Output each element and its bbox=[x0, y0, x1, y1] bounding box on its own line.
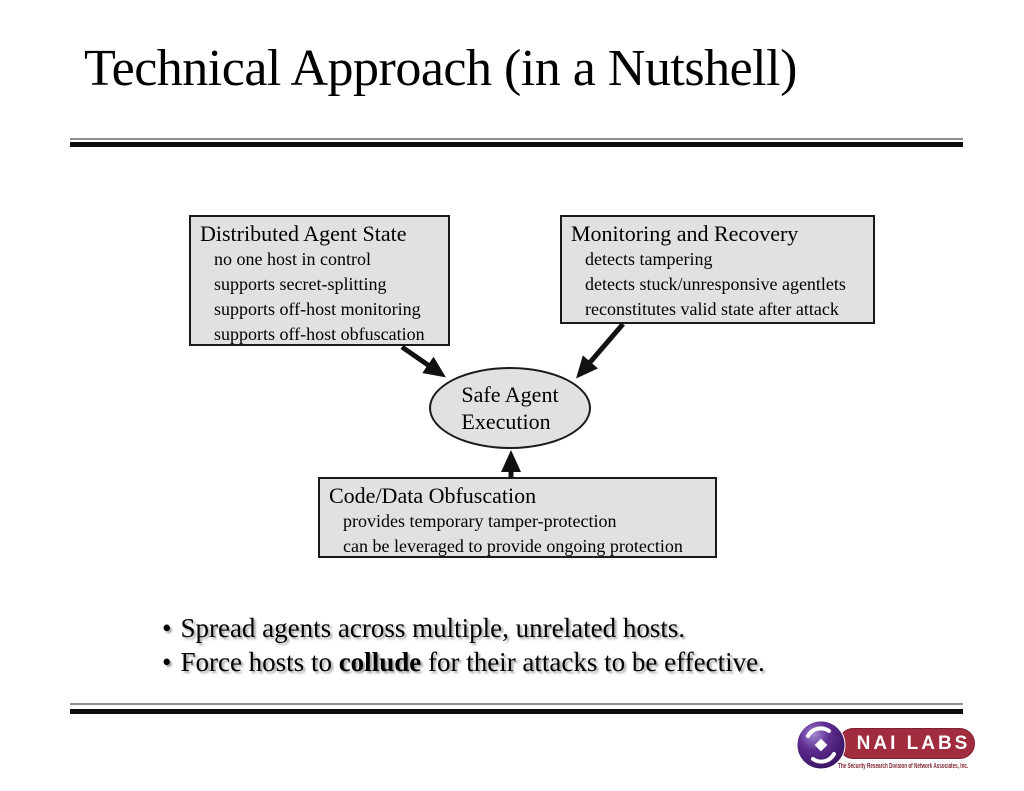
bullet-text: Force hosts to bbox=[180, 647, 339, 677]
box-distributed-agent-state: Distributed Agent State no one host in c… bbox=[189, 215, 450, 346]
page-title: Technical Approach (in a Nutshell) bbox=[84, 40, 797, 97]
box-item: supports secret-splitting bbox=[214, 274, 387, 294]
box-title: Monitoring and Recovery bbox=[571, 221, 799, 246]
bullet-text: Spread agents across multiple, unrelated… bbox=[180, 613, 686, 643]
nai-labs-wordmark: NAI LABS bbox=[838, 728, 975, 759]
box-code-data-obfuscation: Code/Data Obfuscation provides temporary… bbox=[318, 477, 717, 558]
nai-labs-logo: NAI LABS The Security Research Division … bbox=[790, 716, 990, 778]
ellipse-label-line1: Safe Agent bbox=[461, 382, 559, 407]
bullet-text: for their attacks to be effective. bbox=[421, 647, 765, 677]
footer-rule-thick bbox=[70, 709, 963, 714]
box-item: provides temporary tamper-protection bbox=[343, 511, 617, 531]
arrow-distributed-to-safe bbox=[400, 344, 446, 378]
key-points: • Spread agents across multiple, unrelate… bbox=[162, 611, 765, 679]
ellipse-label-line2: Execution bbox=[461, 409, 551, 434]
title-rule-thick bbox=[70, 142, 963, 147]
safe-agent-execution-ellipse: Safe Agent Execution bbox=[429, 367, 591, 449]
arrow-monitoring-to-safe bbox=[576, 322, 625, 379]
box-item: detects stuck/unresponsive agentlets bbox=[585, 274, 846, 294]
box-item: detects tampering bbox=[585, 249, 713, 269]
footer-rule-thin bbox=[70, 703, 963, 705]
nai-globe-icon bbox=[796, 720, 846, 770]
bullet-line: • Force hosts to collude for their attack… bbox=[162, 645, 765, 679]
title-rule-thin bbox=[70, 138, 963, 140]
box-title: Distributed Agent State bbox=[200, 221, 407, 246]
bullet-marker: • bbox=[162, 647, 172, 677]
bullet-marker: • bbox=[162, 613, 172, 643]
box-monitoring-and-recovery: Monitoring and Recovery detects tamperin… bbox=[560, 215, 875, 324]
box-item: reconstitutes valid state after attack bbox=[585, 299, 839, 319]
box-item: can be leveraged to provide ongoing prot… bbox=[343, 536, 683, 556]
bullet-text-bold: collude bbox=[338, 647, 422, 677]
box-item: supports off-host monitoring bbox=[214, 299, 421, 319]
box-item: supports off-host obfuscation bbox=[214, 324, 425, 344]
bullet-line: • Spread agents across multiple, unrelate… bbox=[162, 611, 765, 645]
box-title: Code/Data Obfuscation bbox=[329, 483, 537, 508]
logo-tagline: The Security Research Division of Networ… bbox=[838, 763, 969, 770]
box-item: no one host in control bbox=[214, 249, 371, 269]
